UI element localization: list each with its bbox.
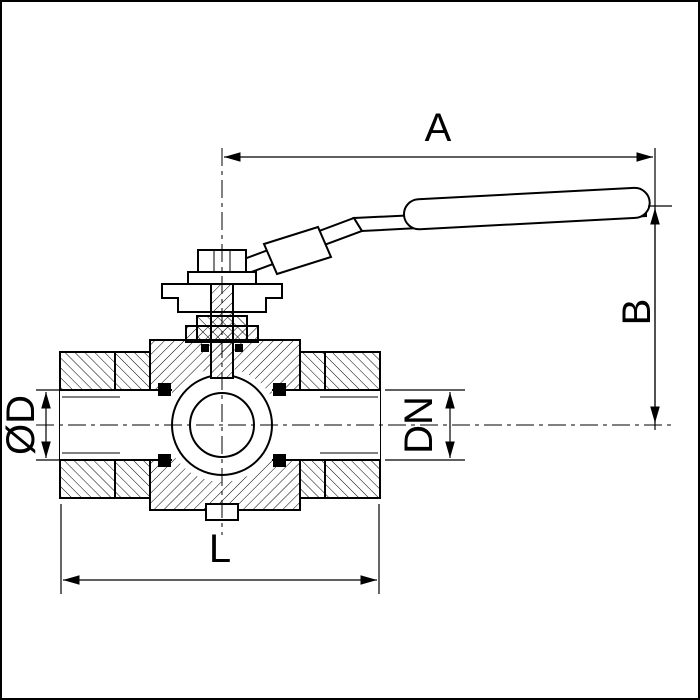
seat-seal-bottom-left xyxy=(158,454,171,467)
stem-oring-right xyxy=(235,344,243,352)
dimension-b: B xyxy=(615,205,672,423)
seat-seal-bottom-right xyxy=(273,454,286,467)
handle xyxy=(234,186,651,276)
dim-d-label: ØD xyxy=(0,395,43,455)
seat-seal-top-left xyxy=(158,383,171,396)
dim-a-label: A xyxy=(425,106,452,150)
dimension-l: L xyxy=(60,504,380,594)
dimension-dn: DN xyxy=(385,389,465,461)
dim-b-label: B xyxy=(615,299,659,326)
dim-dn-label: DN xyxy=(397,396,441,454)
seat-seal-top-right xyxy=(273,383,286,396)
handle-base-plate xyxy=(262,225,333,276)
dimension-d: ØD xyxy=(0,389,59,461)
stem-oring-left xyxy=(201,344,209,352)
stem-assembly xyxy=(161,282,283,379)
handle-grip-sleeve xyxy=(402,186,651,231)
dim-l-label: L xyxy=(209,527,231,571)
